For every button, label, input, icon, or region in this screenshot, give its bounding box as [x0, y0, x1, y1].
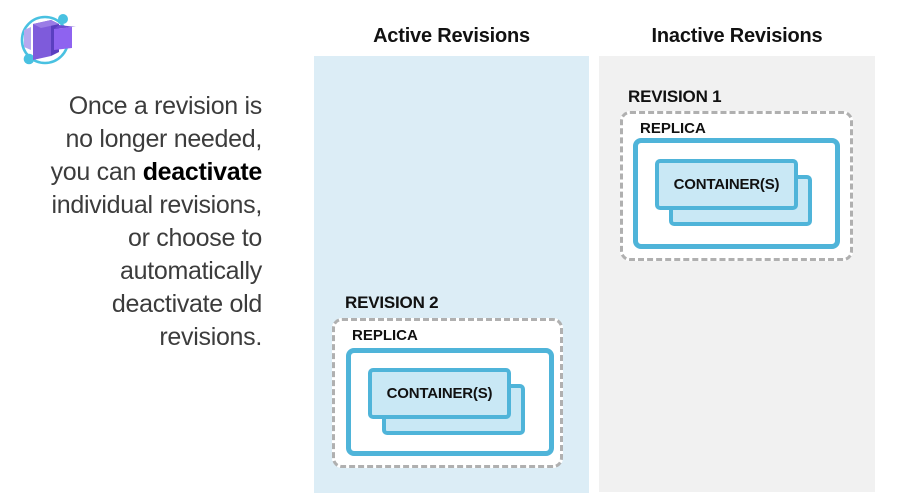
- revision-1-replica-box: CONTAINER(S): [633, 138, 840, 249]
- revision-1-label: REVISION 1: [628, 87, 722, 106]
- intro-line: Once a revision is: [68, 92, 263, 120]
- intro-line: automatically: [120, 257, 262, 285]
- intro-line: revisions.: [159, 323, 262, 351]
- revision-1-replica-label: REPLICA: [640, 120, 706, 137]
- intro-line: no longer needed,: [65, 125, 263, 153]
- intro-line: you can deactivate: [12, 156, 263, 189]
- inactive-revisions-title: Inactive Revisions: [651, 25, 823, 47]
- intro-text: Once a revision is no longer needed, you…: [12, 90, 263, 354]
- intro-bold-word: deactivate: [142, 158, 263, 186]
- revision-2-replica-label: REPLICA: [352, 327, 418, 344]
- revision-1-card: REPLICA CONTAINER(S): [620, 111, 853, 261]
- revision-2-container-front: CONTAINER(S): [368, 368, 511, 419]
- intro-line: or choose to: [128, 224, 262, 252]
- revision-2-label: REVISION 2: [345, 293, 439, 312]
- intro-line: individual revisions,: [51, 191, 263, 219]
- revision-1-container-front: CONTAINER(S): [655, 159, 798, 210]
- revision-2-replica-box: CONTAINER(S): [346, 348, 554, 456]
- revision-2-card: REPLICA CONTAINER(S): [332, 318, 563, 468]
- intro-line-regular: you can: [50, 158, 143, 186]
- active-revisions-title: Active Revisions: [373, 25, 530, 47]
- azure-container-apps-logo-icon: [20, 14, 76, 65]
- intro-line: deactivate old: [111, 290, 262, 318]
